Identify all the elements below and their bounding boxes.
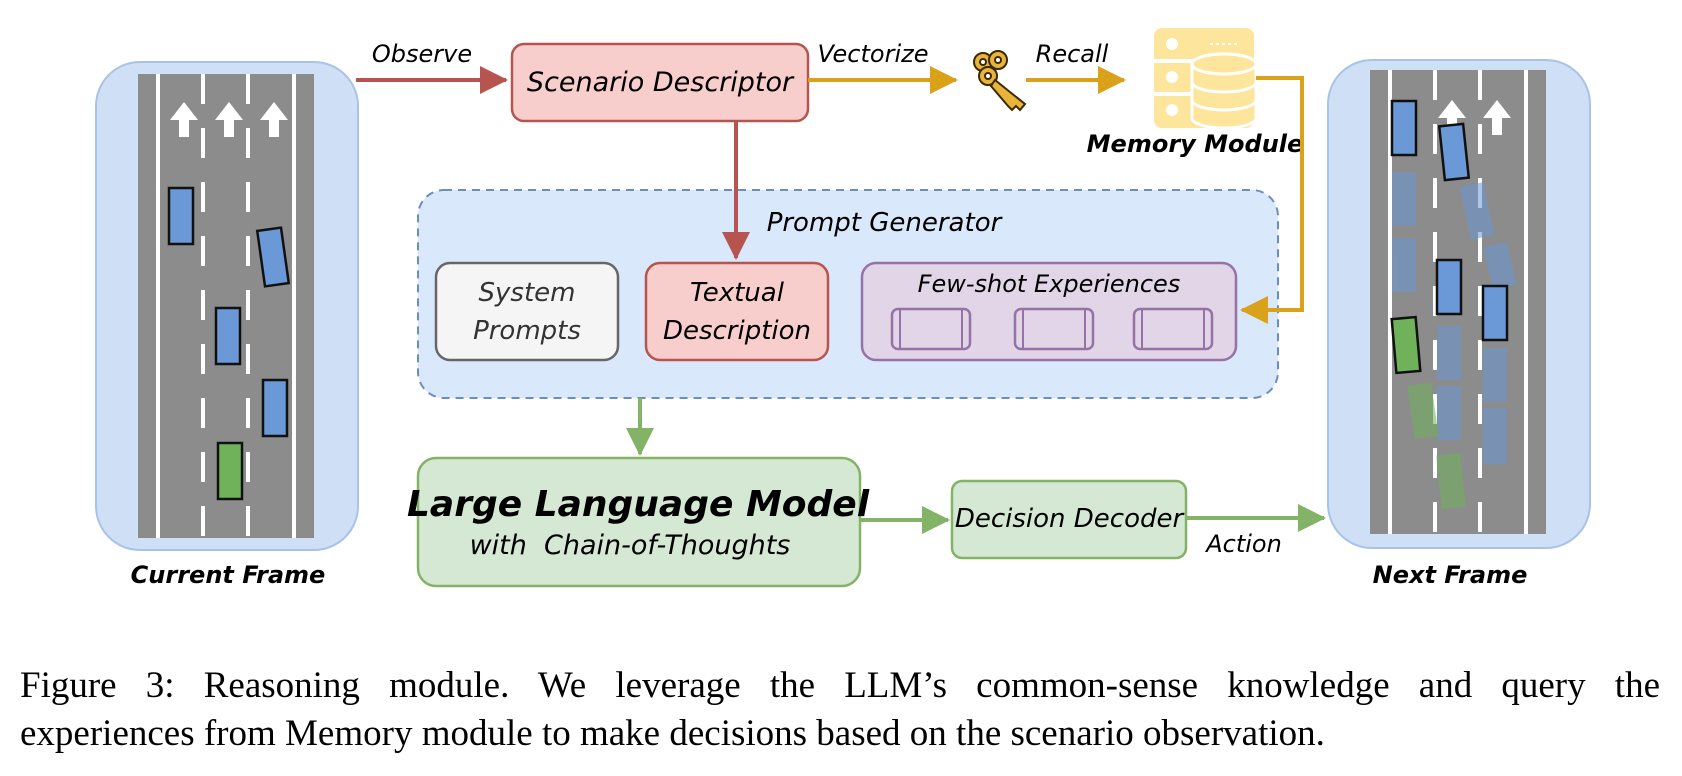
experience-slots — [890, 307, 1214, 351]
caption-line-1: Figure 3: Reasoning module. We leverage … — [20, 665, 1660, 706]
car — [1435, 258, 1463, 316]
next-frame-label: Next Frame — [1373, 561, 1528, 589]
figure-caption: Figure 3: Reasoning module. We leverage … — [20, 662, 1660, 758]
system-prompts-line1: System — [479, 278, 576, 308]
system-prompts-box — [434, 261, 620, 362]
prompt-generator-title: Prompt Generator — [767, 208, 1004, 238]
car — [261, 378, 289, 438]
car — [255, 226, 291, 288]
system-prompts-line2: Prompts — [473, 316, 581, 346]
reasoning-module-diagram: Current Frame Nex — [95, 28, 1591, 589]
current-frame: Current Frame — [95, 61, 359, 589]
experience-slot — [1132, 307, 1214, 351]
textual-description-line2: Description — [663, 316, 811, 346]
experience-slot — [1013, 307, 1095, 351]
memory-to-fewshot-arrow — [1240, 76, 1304, 324]
textual-description-box — [644, 261, 830, 362]
next-frame: Next Frame — [1327, 59, 1591, 589]
observe-label: Observe — [372, 40, 472, 68]
car — [1390, 99, 1418, 157]
few-shot-experiences-title: Few-shot Experiences — [918, 270, 1181, 298]
vectorize-label: Vectorize — [818, 40, 929, 68]
experience-slot — [890, 307, 972, 351]
up-arrow-icon — [170, 102, 288, 137]
recall-label: Recall — [1036, 40, 1109, 68]
vehicle-trails — [1392, 172, 1517, 510]
car — [214, 306, 242, 366]
key-icon — [973, 50, 1027, 112]
car — [1481, 284, 1509, 342]
ego-car — [216, 441, 244, 501]
textual-description-line1: Textual — [690, 278, 785, 308]
llm-title: Large Language Model — [407, 484, 870, 525]
caption-line-2: experiences from Memory module to make d… — [20, 713, 1325, 754]
prompt-generator: Prompt Generator System Prompts Textual … — [417, 189, 1279, 399]
scenario-descriptor-label: Scenario Descriptor — [527, 67, 795, 98]
memory-module-label: Memory Module — [1087, 130, 1304, 158]
car — [167, 186, 195, 246]
database-server-icon — [1154, 28, 1258, 130]
ego-car — [1390, 315, 1422, 375]
decision-decoder-label: Decision Decoder — [955, 504, 1186, 534]
action-label: Action — [1204, 530, 1282, 558]
car — [1437, 122, 1471, 182]
current-frame-label: Current Frame — [131, 561, 326, 589]
up-arrow-icon — [1438, 100, 1511, 135]
llm-subtitle: with Chain-of-Thoughts — [470, 530, 791, 561]
scenario-descriptor-box — [510, 42, 810, 123]
